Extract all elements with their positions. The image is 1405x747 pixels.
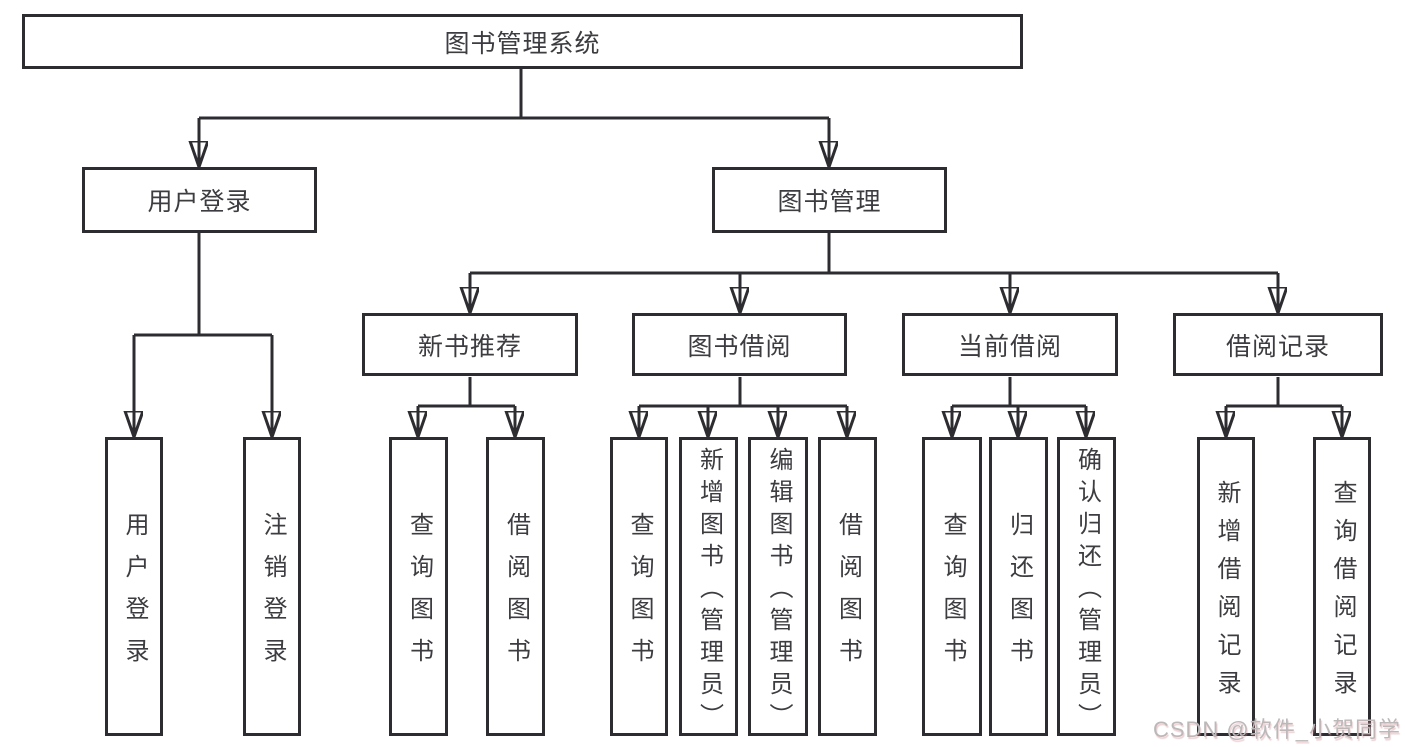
leaf-label: 确认归还（管理员） — [1073, 446, 1101, 735]
node-label: 借阅记录 — [1225, 332, 1330, 361]
leaf-borrow-books: 借阅图书 — [818, 437, 877, 736]
leaf-query-books-current: 查询图书 — [922, 437, 982, 736]
leaf-query-borrow-record: 查询借阅记录 — [1313, 437, 1371, 736]
leaf-label: 注销登录 — [259, 511, 286, 680]
node-user-login: 用户登录 — [82, 167, 317, 233]
node-book-management: 图书管理 — [712, 167, 947, 233]
leaf-edit-books-admin: 编辑图书（管理员） — [748, 437, 808, 736]
leaf-label: 借阅图书 — [502, 511, 530, 680]
node-label: 图书管理 — [777, 188, 882, 216]
leaf-user-login: 用户登录 — [105, 437, 163, 736]
node-current-borrow: 当前借阅 — [902, 313, 1118, 376]
leaf-borrow-books-recommend: 借阅图书 — [486, 437, 545, 736]
node-new-book-recommend: 新书推荐 — [362, 313, 578, 376]
leaf-label: 查询借阅记录 — [1329, 479, 1356, 708]
node-label: 图书管理系统 — [444, 29, 601, 58]
leaf-label: 查询图书 — [626, 511, 653, 680]
leaf-add-borrow-record: 新增借阅记录 — [1197, 437, 1255, 736]
leaf-label: 新增图书（管理员） — [695, 446, 723, 735]
leaf-return-books: 归还图书 — [989, 437, 1048, 736]
leaf-confirm-return-admin: 确认归还（管理员） — [1057, 437, 1116, 736]
node-label: 图书借阅 — [687, 332, 792, 361]
leaf-label: 归还图书 — [1005, 511, 1033, 680]
leaf-label: 用户登录 — [121, 511, 148, 680]
node-book-borrow: 图书借阅 — [632, 313, 847, 376]
csdn-watermark: CSDN @软件_小贺同学 — [1152, 717, 1401, 742]
leaf-label: 编辑图书（管理员） — [765, 446, 792, 735]
node-library-management-system: 图书管理系统 — [22, 14, 1023, 69]
node-label: 新书推荐 — [417, 332, 522, 361]
node-borrow-records: 借阅记录 — [1173, 313, 1383, 376]
leaf-add-books-admin: 新增图书（管理员） — [679, 437, 738, 736]
node-label: 当前借阅 — [957, 332, 1062, 361]
leaf-label: 查询图书 — [405, 511, 433, 680]
node-label: 用户登录 — [147, 188, 252, 216]
leaf-label: 借阅图书 — [834, 511, 862, 680]
leaf-query-books-borrow: 查询图书 — [610, 437, 668, 736]
leaf-query-books-recommend: 查询图书 — [389, 437, 448, 736]
leaf-label: 查询图书 — [939, 511, 966, 680]
leaf-logout: 注销登录 — [243, 437, 301, 736]
leaf-label: 新增借阅记录 — [1213, 479, 1240, 708]
